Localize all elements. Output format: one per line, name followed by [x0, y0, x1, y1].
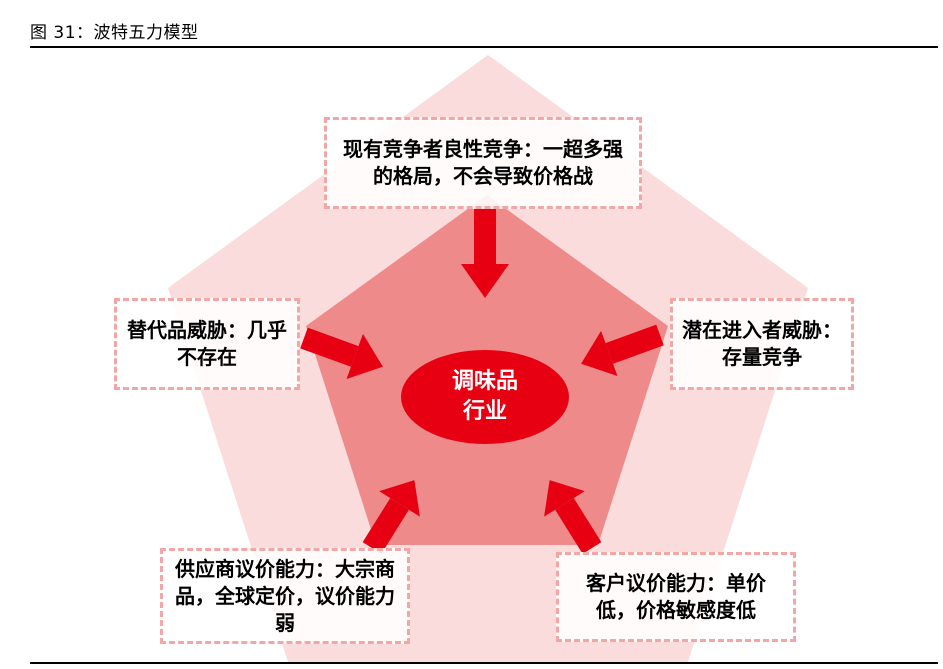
arrow-bottom-right — [544, 480, 602, 554]
force-left-text: 替代品威胁：几乎不存在 — [127, 318, 287, 369]
force-bottom-right-text: 客户议价能力：单价低，价格敏感度低 — [586, 571, 766, 622]
force-box-right: 潜在进入者威胁：存量竞争 — [670, 298, 854, 390]
force-top-text: 现有竞争者良性竞争：一超多强的格局，不会导致价格战 — [343, 137, 623, 188]
center-label-text: 调味品 行业 — [451, 369, 518, 424]
bottom-rule — [30, 662, 938, 664]
arrow-right — [581, 324, 664, 377]
force-right-text: 潜在进入者威胁：存量竞争 — [682, 318, 842, 369]
center-label: 调味品 行业 — [400, 352, 570, 442]
force-bottom-left-text: 供应商议价能力：大宗商品，全球定价，议价能力弱 — [175, 556, 395, 635]
force-box-bottom-right: 客户议价能力：单价低，价格敏感度低 — [556, 552, 796, 642]
force-box-top: 现有竞争者良性竞争：一超多强的格局，不会导致价格战 — [324, 117, 642, 209]
force-box-left: 替代品威胁：几乎不存在 — [114, 298, 300, 390]
force-box-bottom-left: 供应商议价能力：大宗商品，全球定价，议价能力弱 — [160, 548, 410, 644]
arrow-top — [461, 208, 509, 298]
center-ellipse — [401, 350, 569, 444]
arrow-left — [300, 327, 383, 380]
figure-caption: 图 31：波特五力模型 — [30, 23, 199, 43]
top-rule — [30, 46, 938, 48]
arrow-bottom-left — [362, 480, 420, 554]
